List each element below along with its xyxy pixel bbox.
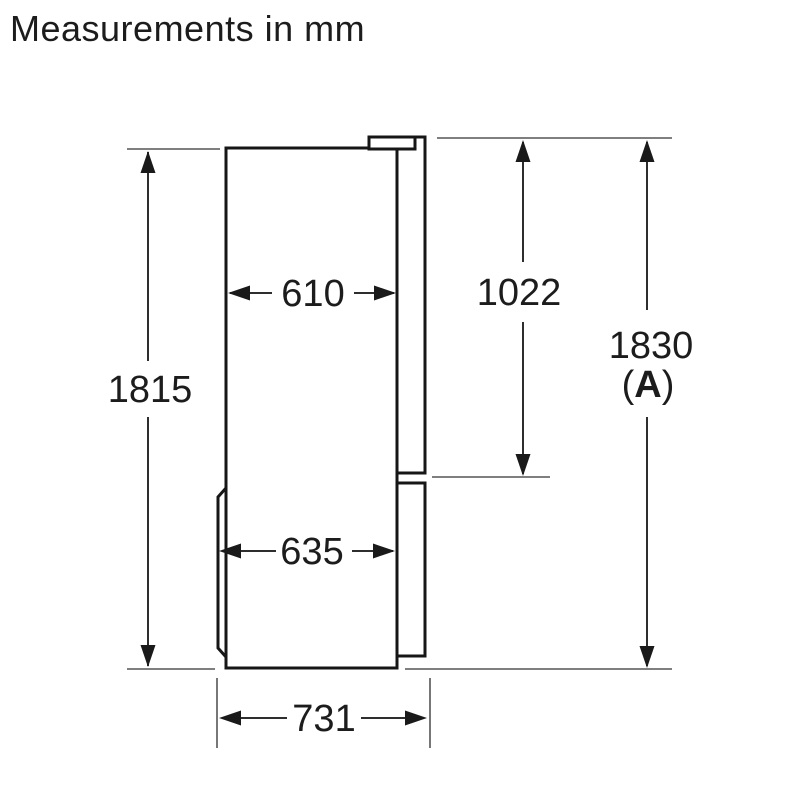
ref-paren-close: )	[662, 364, 675, 406]
dim-label-upper-door-height: 1022	[477, 272, 562, 314]
arrow-right-icon	[374, 285, 396, 301]
arrow-up-icon	[515, 140, 531, 162]
arrow-down-icon	[140, 645, 156, 667]
arrow-down-icon	[639, 646, 655, 668]
upper-door-outline	[395, 135, 427, 475]
cabinet-outline	[224, 146, 399, 670]
arrow-up-icon	[140, 151, 156, 173]
arrow-left-icon	[219, 543, 241, 559]
dim-body-height: 1815	[108, 151, 193, 667]
arrow-right-icon	[405, 710, 427, 726]
dim-body-depth: 610	[228, 273, 396, 315]
door-handle	[367, 135, 417, 151]
dim-label-overall-height-ref: (A)	[622, 364, 675, 406]
extension-lines	[127, 137, 672, 748]
dim-label-overall-height: 1830	[609, 325, 694, 367]
ref-letter: A	[634, 364, 661, 406]
ref-paren-open: (	[622, 364, 635, 406]
arrow-left-icon	[219, 710, 241, 726]
arrow-down-icon	[515, 454, 531, 476]
dim-upper-door-height: 1022	[477, 140, 562, 476]
arrow-left-icon	[228, 285, 250, 301]
dim-overall-depth: 731	[219, 698, 427, 740]
dim-label-body-depth: 610	[281, 273, 344, 315]
dim-overall-height: 1830 (A)	[609, 140, 694, 668]
dim-label-lower-section-depth: 635	[280, 531, 343, 573]
dim-lower-section-depth: 635	[219, 531, 395, 573]
dim-label-body-height: 1815	[108, 369, 193, 411]
arrow-up-icon	[639, 140, 655, 162]
lower-door-outline	[395, 481, 427, 658]
arrow-right-icon	[373, 543, 395, 559]
product-outline	[216, 135, 427, 670]
lower-back-panel	[216, 487, 228, 658]
dim-label-overall-depth: 731	[292, 698, 355, 740]
page-title: Measurements in mm	[10, 8, 366, 49]
